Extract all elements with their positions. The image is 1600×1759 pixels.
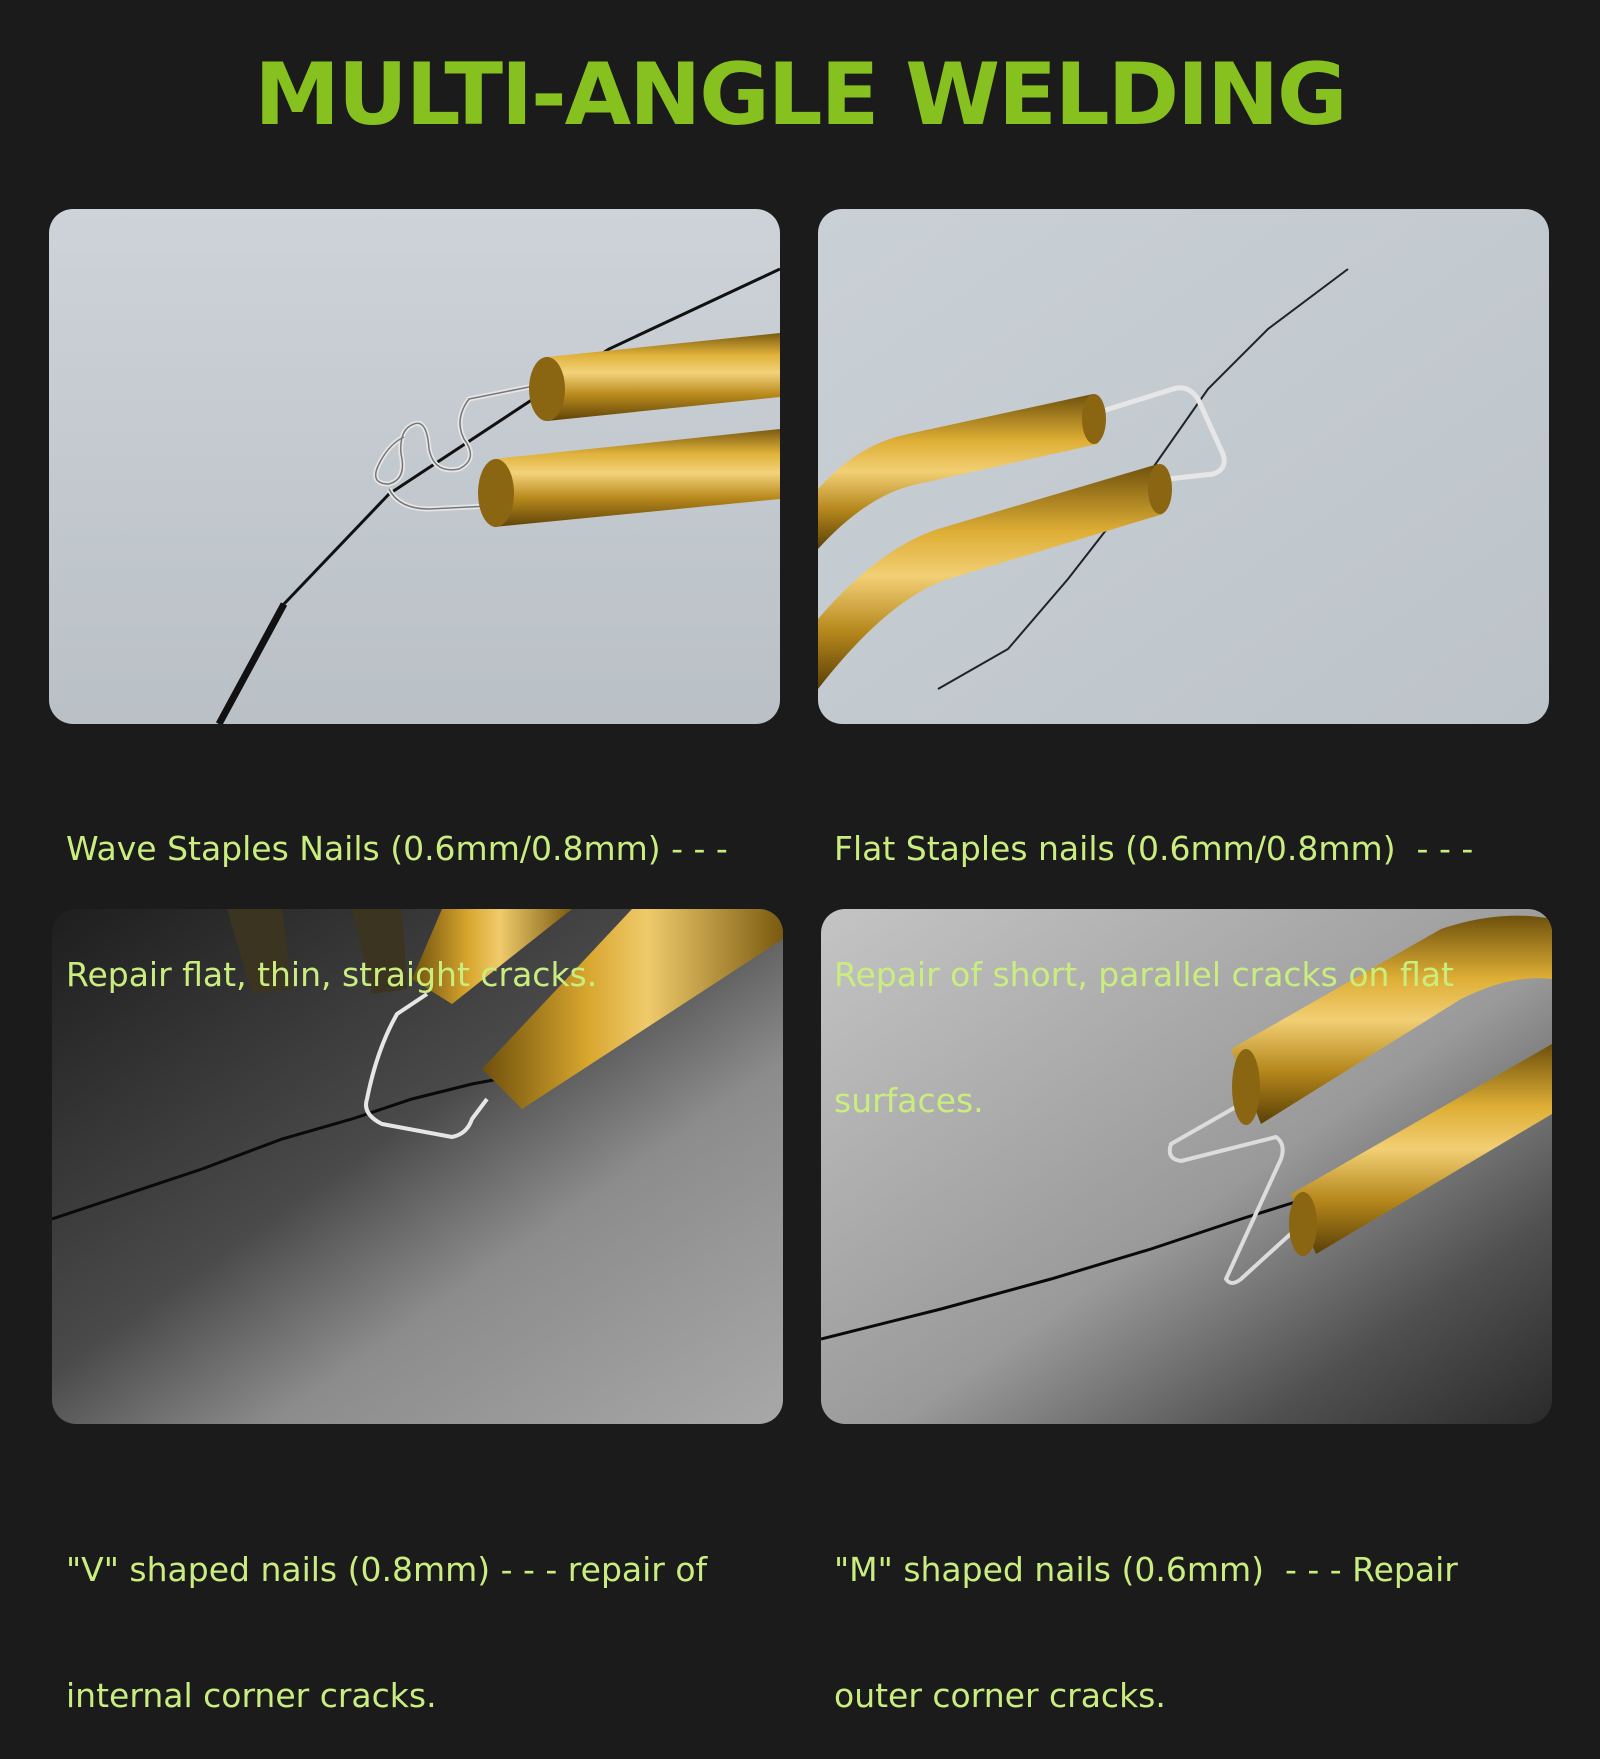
caption-line: surfaces. [834,1081,984,1120]
page-title: MULTI-ANGLE WELDING [254,45,1347,145]
caption-line: Wave Staples Nails (0.6mm/0.8mm) - - - [66,829,728,868]
caption-line: outer corner cracks. [834,1676,1166,1715]
caption-line: Repair of short, parallel cracks on flat [834,955,1454,994]
m-shaped-nail-image [821,909,1552,1424]
caption-wave-staples: Wave Staples Nails (0.6mm/0.8mm) - - - R… [66,744,806,1038]
caption-m-shaped-nails: "M" shaped nails (0.6mm) - - - Repair ou… [834,1465,1574,1759]
caption-line: "V" shaped nails (0.8mm) - - - repair of [66,1550,708,1589]
flat-staple-image [818,209,1549,724]
caption-line: Flat Staples nails (0.6mm/0.8mm) - - - [834,829,1474,868]
v-shaped-nail-image [52,909,783,1424]
caption-line: internal corner cracks. [66,1676,437,1715]
caption-line: "M" shaped nails (0.6mm) - - - Repair [834,1550,1458,1589]
caption-v-shaped-nails: "V" shaped nails (0.8mm) - - - repair of… [66,1465,806,1759]
caption-line: Repair flat, thin, straight cracks. [66,955,598,994]
wave-staple-image [49,209,780,724]
caption-flat-staples: Flat Staples nails (0.6mm/0.8mm) - - - R… [834,744,1574,1164]
